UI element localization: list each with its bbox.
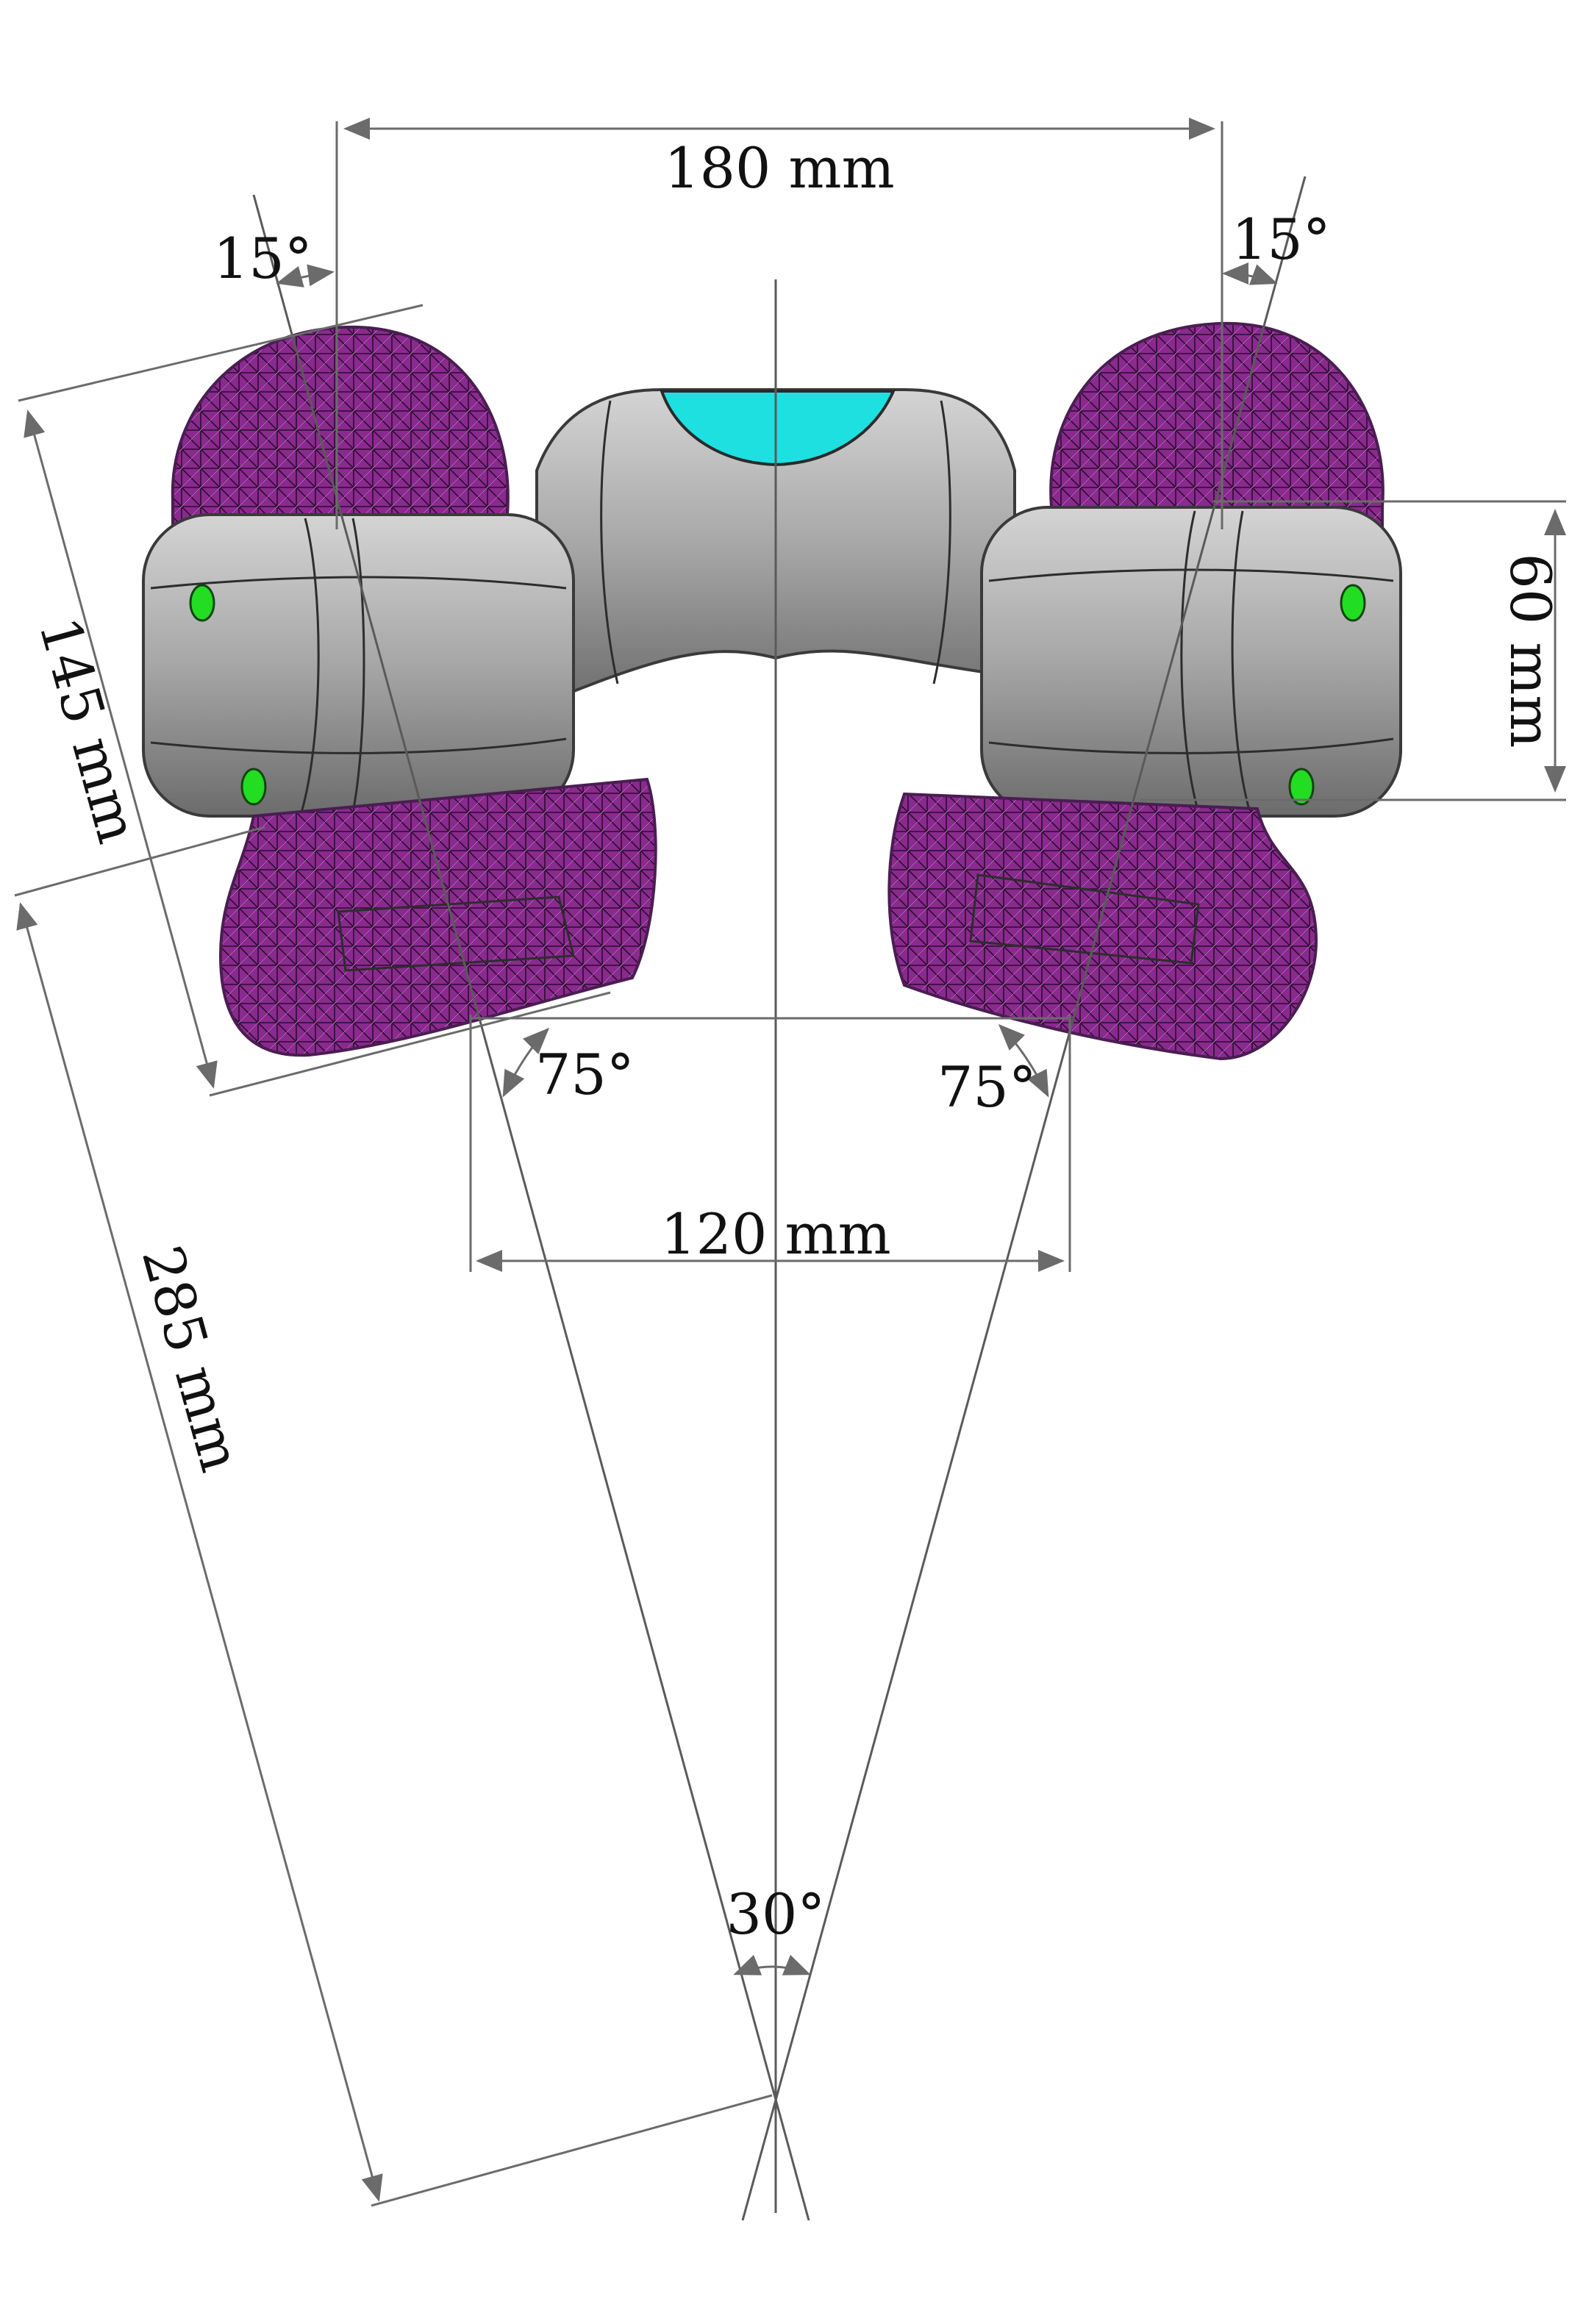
left-bottom-mesh: [218, 777, 657, 1057]
dimension-120-label: 120 mm: [660, 1201, 890, 1267]
angle-vertex: 30°: [726, 1881, 826, 1976]
right-leg-axis: [741, 176, 1307, 2221]
right-housing: [980, 506, 1402, 818]
left-lower-led: [240, 768, 267, 806]
left-upper-led: [189, 584, 215, 622]
dimension-285-label: 285 mm: [129, 1239, 254, 1479]
angle-top-left: 15°: [213, 226, 335, 291]
device-body: [142, 321, 1402, 1061]
angle-top-right-label: 15°: [1232, 207, 1331, 272]
left-top-mesh: [171, 325, 510, 531]
right-top-mesh: [1049, 321, 1385, 531]
angle-bottom-right-label: 75°: [937, 1054, 1037, 1120]
right-module: [887, 321, 1402, 1061]
dimension-145-label: 145 mm: [26, 610, 151, 850]
angle-top-right: 15°: [1222, 207, 1331, 285]
right-bottom-mesh: [887, 792, 1318, 1061]
angle-bottom-right: 75°: [937, 1023, 1049, 1120]
dimension-120: 120 mm: [469, 1015, 1071, 1272]
angle-vertex-label: 30°: [726, 1881, 826, 1947]
right-lower-led: [1288, 768, 1315, 806]
left-module: [142, 325, 657, 1057]
dimension-60-label: 60 mm: [1498, 554, 1563, 748]
dimension-180-label: 180 mm: [664, 135, 894, 201]
right-upper-led: [1340, 584, 1366, 622]
angle-top-left-label: 15°: [213, 226, 312, 291]
left-leg-axis: [252, 194, 810, 2221]
dimension-60: 60 mm: [1140, 500, 1566, 801]
construction-lines: [252, 176, 1307, 2221]
angle-bottom-left-label: 75°: [535, 1042, 635, 1107]
angle-bottom-left: 75°: [502, 1027, 635, 1107]
